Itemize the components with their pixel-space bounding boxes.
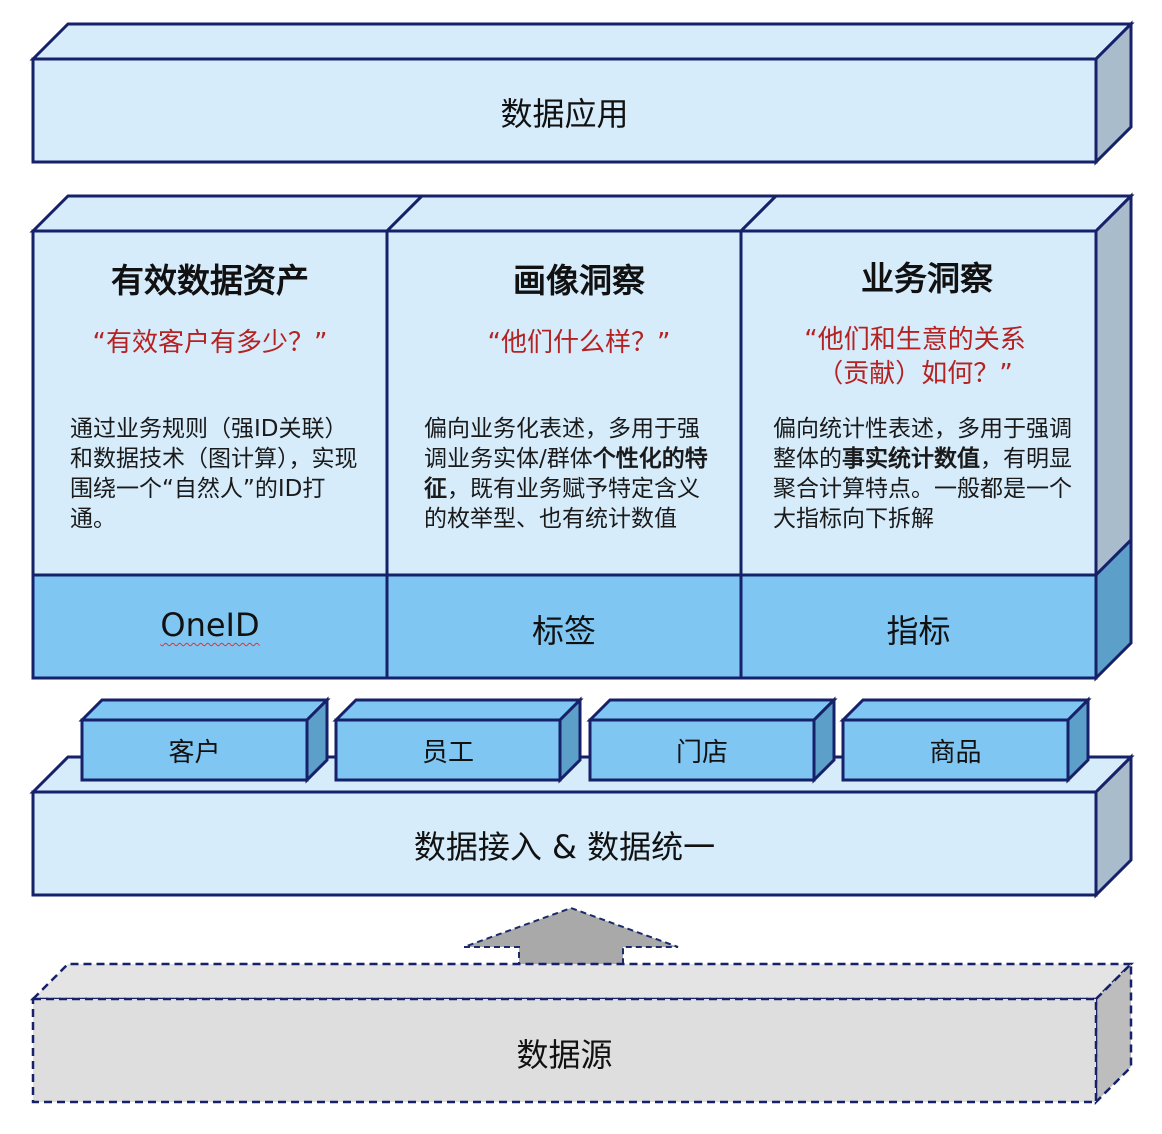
column-title-business-insight: 业务洞察 [861, 259, 993, 298]
column-description-business-insight: 偏向统计性表述，多用于强调整体的事实统计数值，有明显聚合计算特点。一般都是一个大… [773, 416, 1072, 532]
column-description-valid-assets: 通过业务规则（强ID关联）和数据技术（图计算），实现围绕一个“自然人”的ID打通… [70, 416, 358, 532]
entity-store-label: 门店 [675, 738, 728, 768]
entity-box-store [586, 696, 838, 784]
insight-top-face-3 [737, 194, 1135, 233]
tag-labels: 标签 [531, 612, 596, 650]
source-front-face [31, 997, 1098, 1104]
entity-product-label: 商品 [929, 738, 982, 768]
data-source-layer [29, 960, 1135, 1106]
column-title-profile-insight: 画像洞察 [513, 261, 645, 300]
source-top-face [29, 962, 1135, 1001]
column-quote-profile-insight: “他们什么样？” [487, 328, 671, 358]
entity-box-product [839, 696, 1092, 784]
data-application-layer [29, 20, 1135, 166]
insight-top-face-1 [29, 194, 426, 233]
entity-box-customer [78, 696, 331, 784]
column-description-profile-insight: 偏向业务化表述，多用于强调业务实体/群体个性化的特征，既有业务赋予特定含义的枚举… [424, 416, 708, 532]
insight-top-face-2 [383, 194, 780, 233]
data-application-label: 数据应用 [500, 95, 629, 133]
app-layer-front-face [31, 57, 1098, 164]
column-quote-valid-assets: “有效客户有多少？” [92, 328, 328, 358]
data-integration-label: 数据接入 & 数据统一 [413, 828, 716, 866]
insight-front-lower [31, 573, 1098, 680]
entity-box-staff [332, 696, 584, 784]
entity-customer-label: 客户 [168, 738, 221, 768]
tag-oneid: OneID [160, 606, 260, 644]
column-title-valid-assets: 有效数据资产 [111, 261, 309, 300]
integration-front-face [31, 790, 1098, 897]
entity-staff-label: 员工 [421, 738, 474, 768]
integration-layer [29, 753, 1135, 899]
tag-metrics: 指标 [886, 612, 951, 650]
entity-boxes [78, 696, 1092, 784]
data-source-label: 数据源 [516, 1036, 613, 1074]
insight-front-upper [31, 229, 1098, 577]
insight-block [29, 192, 1135, 682]
column-quote-business-insight-line1: “他们和生意的关系 [804, 325, 1026, 355]
column-quote-business-insight-line2: （贡献）如何？” [817, 359, 1013, 389]
app-layer-top-face [29, 22, 1135, 61]
